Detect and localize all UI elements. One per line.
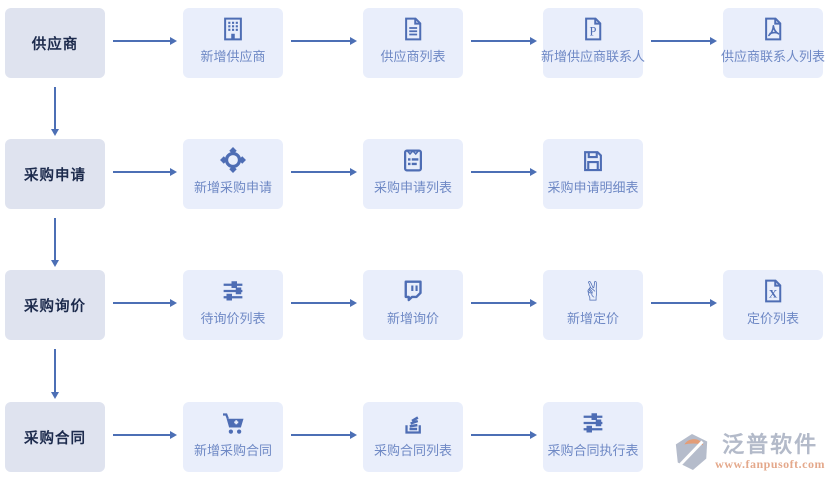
flow-item-stack-layers[interactable]: 采购合同列表 — [363, 402, 463, 472]
flow-arrow-right — [291, 299, 357, 307]
flow-item-label: 待询价列表 — [200, 311, 266, 326]
stage-label: 供应商 — [31, 36, 79, 53]
file-p-icon: P — [578, 14, 608, 44]
flow-arrow-right — [113, 299, 177, 307]
flow-item-victory-hand[interactable]: ✌ 新增定价 — [543, 270, 643, 340]
sliders-icon — [578, 408, 608, 438]
building-icon — [218, 14, 248, 44]
flow-arrow-right — [471, 37, 537, 45]
fanpu-logo-icon — [673, 433, 711, 471]
flow-item-label: 采购合同列表 — [373, 443, 452, 458]
flow-arrow-down — [51, 87, 59, 136]
flow-arrow-down — [51, 349, 59, 399]
flow-item-sliders[interactable]: 待询价列表 — [183, 270, 283, 340]
flow-arrow-right — [113, 168, 177, 176]
flow-item-label: 定价列表 — [746, 311, 799, 326]
flow-item-crosshair[interactable]: 新增采购申请 — [183, 139, 283, 209]
svg-text:X: X — [769, 287, 778, 301]
flow-item-receipt[interactable]: 采购申请列表 — [363, 139, 463, 209]
flow-item-cart-plus[interactable]: 新增采购合同 — [183, 402, 283, 472]
flow-item-floppy-save[interactable]: 采购申请明细表 — [543, 139, 643, 209]
flow-arrow-right — [113, 431, 177, 439]
svg-text:P: P — [590, 24, 597, 38]
flow-item-label: 供应商联系人列表 — [720, 49, 825, 64]
document-lines-icon — [398, 14, 428, 44]
flow-arrow-down — [51, 218, 59, 267]
flow-item-file-pdf[interactable]: 供应商联系人列表 — [720, 8, 825, 78]
flow-item-document-lines[interactable]: 供应商列表 — [363, 8, 463, 78]
stack-layers-icon — [398, 408, 428, 438]
flow-item-label: 新增定价 — [566, 311, 619, 326]
flow-arrow-right — [471, 431, 537, 439]
stage-box: 供应商 — [5, 8, 105, 78]
flow-arrow-right — [471, 299, 537, 307]
stage-box: 采购申请 — [5, 139, 105, 209]
stage-box: 采购询价 — [5, 270, 105, 340]
cart-plus-icon — [218, 408, 248, 438]
flow-item-sliders[interactable]: 采购合同执行表 — [543, 402, 643, 472]
flow-item-label: 新增供应商联系人 — [540, 49, 645, 64]
flow-arrow-right — [291, 168, 357, 176]
flow-arrow-right — [651, 299, 717, 307]
flow-arrow-right — [651, 37, 717, 45]
stage-box: 采购合同 — [5, 402, 105, 472]
receipt-icon — [398, 145, 428, 175]
flow-arrow-right — [291, 431, 357, 439]
flow-item-file-x[interactable]: X 定价列表 — [723, 270, 823, 340]
stage-label: 采购询价 — [24, 298, 86, 315]
flow-item-label: 新增采购申请 — [193, 180, 272, 195]
flow-item-label: 供应商列表 — [380, 49, 446, 64]
flow-arrow-right — [471, 168, 537, 176]
flow-arrow-right — [113, 37, 177, 45]
floppy-save-icon — [578, 145, 608, 175]
stage-label: 采购申请 — [24, 167, 86, 184]
file-x-icon: X — [758, 276, 788, 306]
flow-item-label: 采购申请列表 — [373, 180, 452, 195]
flow-item-label: 采购申请明细表 — [547, 180, 639, 195]
svg-text:✌: ✌ — [582, 277, 604, 306]
flow-item-chat-bubble[interactable]: 新增询价 — [363, 270, 463, 340]
victory-hand-icon: ✌ — [578, 276, 608, 306]
crosshair-icon — [218, 145, 248, 175]
chat-bubble-icon — [398, 276, 428, 306]
flow-item-label: 新增供应商 — [200, 49, 266, 64]
flow-item-building[interactable]: 新增供应商 — [183, 8, 283, 78]
watermark-url: www.fanpusoft.com — [715, 457, 825, 471]
flow-item-file-p[interactable]: P 新增供应商联系人 — [540, 8, 645, 78]
file-pdf-icon — [758, 14, 788, 44]
watermark-brand: 泛普软件 — [722, 432, 819, 457]
flow-item-label: 采购合同执行表 — [547, 443, 639, 458]
flow-item-label: 新增采购合同 — [193, 443, 272, 458]
stage-label: 采购合同 — [24, 430, 86, 447]
vendor-watermark: 泛普软件 www.fanpusoft.com — [673, 433, 825, 471]
flow-arrow-right — [291, 37, 357, 45]
sliders-icon — [218, 276, 248, 306]
flow-item-label: 新增询价 — [386, 311, 439, 326]
